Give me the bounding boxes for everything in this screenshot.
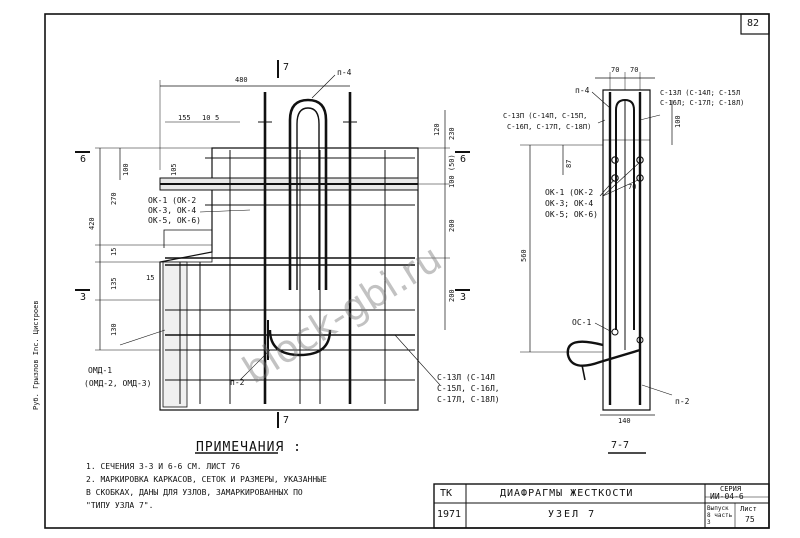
sec-dim-560: 560 [520,249,528,262]
sec-c13l-2: С-16Л; С-17Л; С-18Л) [660,99,745,107]
dim-5: 5 [215,114,220,122]
title-block-lines [433,483,770,529]
sec-c13p-2: С-16П, С-17П, С-18П) [507,123,592,131]
ok-callout-2: ОК-3, ОК-4 [148,206,197,215]
notes-title: ПРИМЕЧАНИЯ : [196,440,302,455]
sec-c13p-1: С-13П (С-14П, С-15П, [503,112,588,120]
sec-dim-100: 100 [674,115,682,128]
ok-callout-1: ОК-1 (ОК-2 [148,196,197,205]
sec-dim-140: 140 [618,417,631,425]
dim-135: 135 [110,277,118,290]
sheet-number-box [740,13,770,35]
sec-ok-2: ОК-3; ОК-4 [545,199,594,208]
side-stamp: Руб. Грызлов Inc. Цистроев [32,300,40,410]
section-mark-bottom: 7 [283,415,290,426]
tb-series-label: СЕРИЯ [720,485,742,493]
note-line-2: 2. МАРКИРОВКА КАРКАСОВ, СЕТОК И РАЗМЕРЫ,… [86,475,327,484]
dim-420: 420 [88,217,96,230]
left-view-linework [75,60,470,428]
sec-c13l-1: С-13Л (С-14Л; С-15Л [660,89,741,97]
sec-dim-70: 70 [628,183,637,191]
c-callout-3: С-17Л, С-18Л) [437,395,500,404]
dim-15-a: 15 [110,247,118,256]
tb-tk: ТК [440,488,453,499]
tb-title: ДИАФРАГМЫ ЖЕСТКОСТИ [500,488,634,499]
dim-270: 270 [110,192,118,205]
dim-100-50: 100 (50) [448,154,456,188]
sec-ok-1: ОК-1 (ОК-2 [545,188,594,197]
sec-label-oc1: ОС-1 [572,318,592,327]
dim-155: 155 [178,114,191,122]
label-p2-left: п-2 [230,378,245,387]
dim-10: 10 [202,114,211,122]
sec-dim-70-a: 70 [611,66,620,74]
c-callout-2: С-15Л, С-16Л, [437,384,500,393]
section-3-left: 3 [80,292,87,303]
tb-sheet-label: Лист [740,505,757,513]
sheet-number: 82 [747,18,760,29]
dim-230: 230 [448,127,456,140]
section-mark-top: 7 [283,62,290,73]
section-6-left: 6 [80,154,87,165]
dim-200-b: 200 [448,289,456,302]
section-6-right: 6 [460,154,467,165]
tb-sheet-value: 75 [745,515,755,524]
sec-dim-70-b: 70 [630,66,639,74]
ok-callout-3: ОК-5, ОК-6) [148,216,201,225]
label-p4-left: п-4 [337,68,352,77]
dim-105: 105 [170,163,178,176]
omd-callout-2: (ОМД-2, ОМД-3) [84,379,152,388]
sec-dim-87: 87 [565,159,573,168]
note-line-4: "ТИПУ УЗЛА 7". [86,501,154,510]
tb-series-value: ИИ-04-6 [710,492,744,501]
tb-issue-label: Выпуск 8 часть 3 [707,505,733,526]
section-view-linework [520,72,673,454]
c-callout-1: С-13Л (С-14Л [437,373,495,382]
note-line-1: 1. СЕЧЕНИЯ 3-3 И 6-6 СМ. ЛИСТ 76 [86,462,241,471]
sec-ok-3: ОК-5; ОК-6) [545,210,598,219]
dim-120: 120 [433,123,441,136]
tb-subtitle: УЗЕЛ 7 [548,509,597,520]
dim-130: 130 [110,323,118,336]
sec-label-p4: п-4 [575,86,590,95]
dim-15-b: 15 [146,274,155,282]
section-3-right: 3 [460,292,467,303]
dim-200-a: 200 [448,219,456,232]
sheet-frame [44,13,770,529]
sec-label-p2: п-2 [675,397,690,406]
dim-480: 480 [235,76,248,84]
note-line-3: В СКОБКАХ, ДАНЫ ДЛЯ УЗЛОВ, ЗАМАРКИРОВАНН… [86,488,303,497]
dim-100-left: 100 [122,163,130,176]
omd-callout-1: ОМД-1 [88,366,113,375]
tb-year: 1971 [437,509,462,520]
section-title: 7-7 [611,440,630,451]
